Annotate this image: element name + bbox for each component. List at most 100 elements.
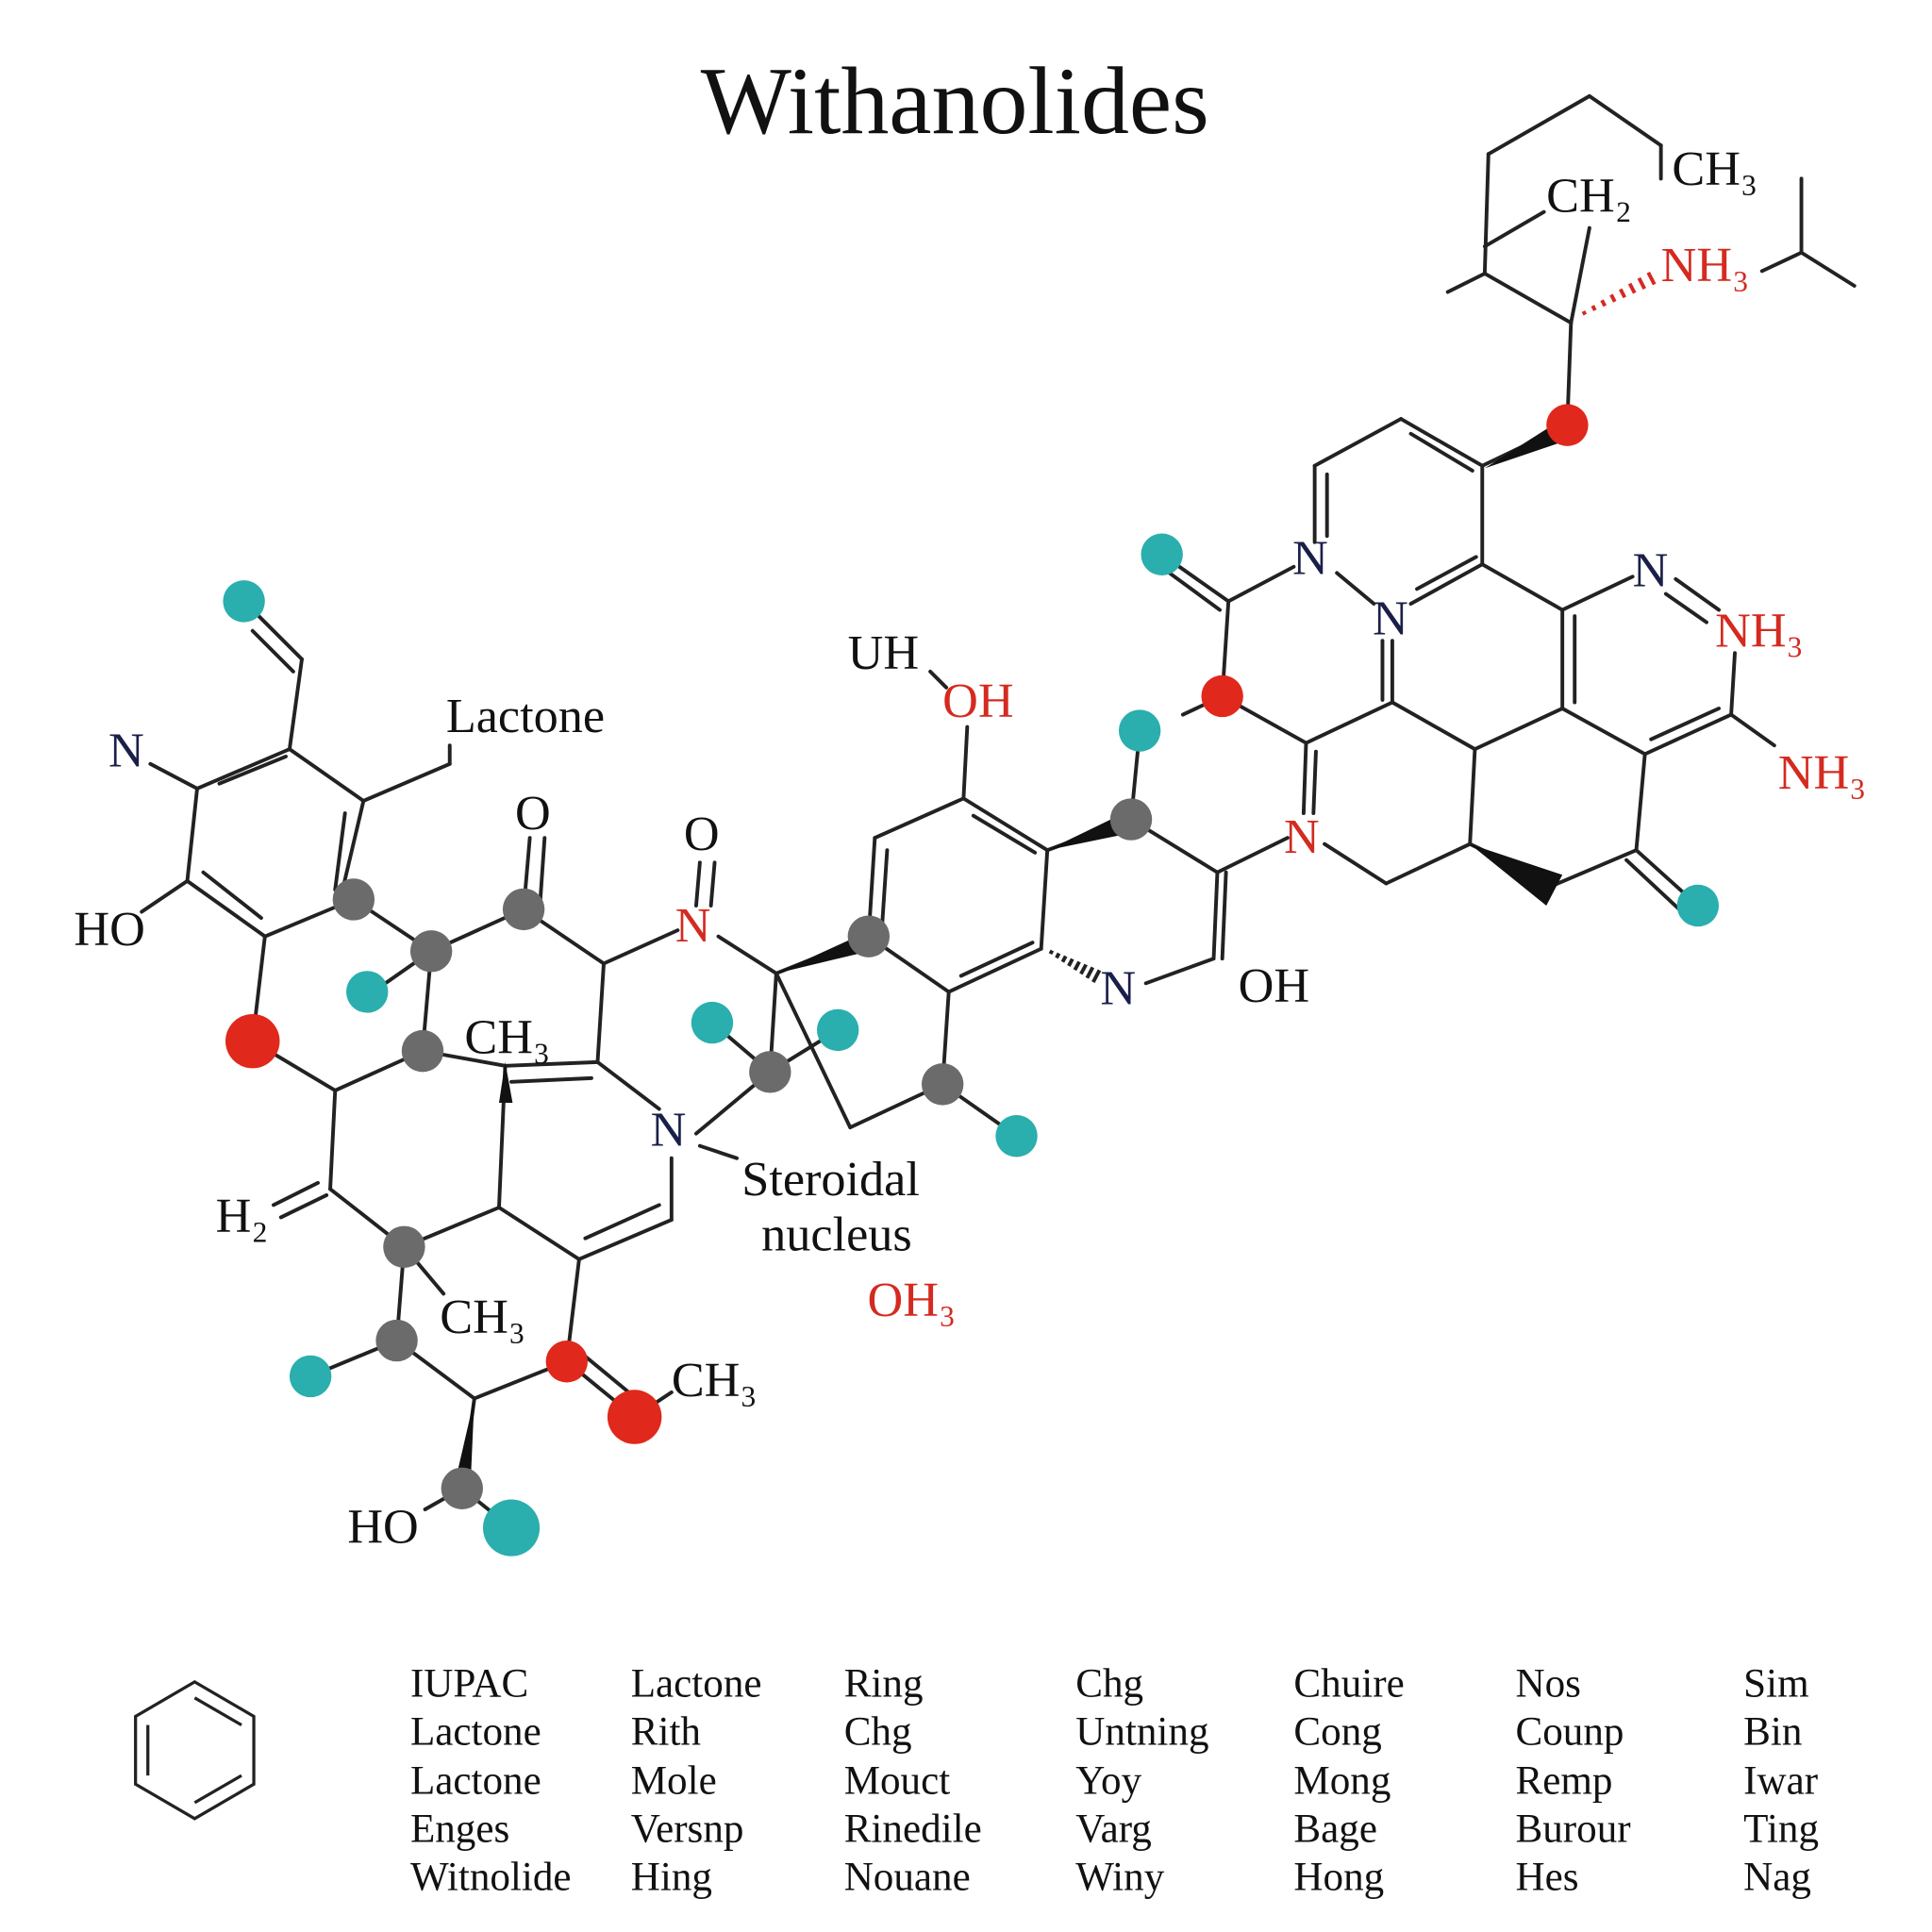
wedge-bond xyxy=(456,1398,475,1481)
lactone-label: Lactone xyxy=(446,689,605,743)
table-cell: Rith xyxy=(631,1709,701,1754)
table-cell: Mouct xyxy=(844,1759,951,1804)
bond xyxy=(971,813,1038,855)
table-cell: Lactone xyxy=(410,1759,541,1804)
oxygen-atom xyxy=(545,1341,589,1383)
table-cell: Lactone xyxy=(410,1709,541,1754)
hydrogen-atom xyxy=(223,580,265,623)
table-cell: Rinedile xyxy=(844,1807,982,1852)
table-cell: Hong xyxy=(1293,1856,1384,1900)
bond xyxy=(880,848,890,926)
bond xyxy=(1215,836,1290,874)
wedge-bond xyxy=(1047,813,1132,851)
bond xyxy=(1143,957,1216,986)
bond xyxy=(1390,700,1477,752)
bond xyxy=(1301,741,1308,815)
label-ch3-1: CH₃ xyxy=(464,1010,550,1065)
table-cell: Burour xyxy=(1516,1807,1631,1852)
bond xyxy=(1323,841,1389,886)
nucleus-label: nucleus xyxy=(761,1208,912,1262)
label-n-center: N xyxy=(651,1103,687,1158)
bond xyxy=(1415,555,1478,591)
bond xyxy=(961,796,1050,853)
bond xyxy=(361,761,452,803)
carbon-atom xyxy=(401,1029,444,1073)
diagram-title: Withanolides xyxy=(701,48,1209,155)
table-cell: Mong xyxy=(1293,1759,1391,1804)
table-cell: Iwar xyxy=(1743,1759,1818,1804)
label-n-a: N xyxy=(1292,531,1328,586)
bond xyxy=(1759,250,1804,274)
bond xyxy=(1729,651,1737,717)
bond xyxy=(250,628,295,674)
carbon-atom xyxy=(383,1225,425,1268)
hashed-bond xyxy=(1581,310,1588,316)
label-ho-bottom: HO xyxy=(347,1499,418,1554)
table-cell: Sim xyxy=(1743,1662,1808,1707)
label-n-ring: N xyxy=(1284,809,1320,864)
bond xyxy=(1211,870,1220,961)
bond xyxy=(1486,93,1591,157)
hydrogen-atom xyxy=(1141,533,1183,575)
bond xyxy=(708,860,717,908)
hydrogen-atom xyxy=(691,1001,734,1044)
table-cell: Mole xyxy=(631,1759,717,1804)
bond xyxy=(961,724,970,801)
carbon-atom xyxy=(502,888,545,931)
bond xyxy=(693,860,702,908)
atom-labels: Lactone Steroidal nucleus N HO O O N CH₃… xyxy=(74,142,1866,1554)
hashed-bond xyxy=(1619,288,1627,299)
bond xyxy=(1569,225,1591,325)
bond xyxy=(1482,271,1574,325)
label-n-left: N xyxy=(108,723,144,777)
wedge-bond xyxy=(775,934,869,974)
bond xyxy=(1553,848,1639,887)
label-nh3-2: NH₃ xyxy=(1778,745,1867,800)
label-ch3-3: CH₃ xyxy=(672,1353,758,1407)
table-cell: Bage xyxy=(1293,1807,1377,1852)
hashed-bond xyxy=(1627,282,1637,294)
carbon-atom xyxy=(847,915,891,958)
bond xyxy=(774,971,853,1130)
table-cell: IUPAC xyxy=(410,1662,528,1707)
hashed-bond xyxy=(1091,969,1102,983)
table-cell: Remp xyxy=(1516,1759,1613,1804)
label-n-nitro: N xyxy=(675,898,711,953)
wedge-bond xyxy=(1470,843,1563,906)
hashed-bond xyxy=(1609,293,1617,303)
label-oh-right: OH xyxy=(1239,958,1309,1013)
label-n-hash: N xyxy=(1100,960,1136,1015)
carbon-atom xyxy=(749,1051,791,1093)
bond xyxy=(1220,870,1228,961)
bond xyxy=(873,796,966,841)
table-cell: Counp xyxy=(1516,1709,1624,1754)
bond xyxy=(1473,707,1565,752)
bond xyxy=(958,941,1035,978)
bond xyxy=(262,904,341,939)
bonds-layer xyxy=(140,93,1857,1530)
bond xyxy=(1642,712,1734,757)
bond xyxy=(509,1075,593,1084)
hashed-bond xyxy=(1085,966,1095,979)
hydrogen-atom xyxy=(995,1115,1038,1158)
label-oh-top: OH xyxy=(942,674,1013,728)
label-oh3: OH₃ xyxy=(868,1273,957,1327)
bond xyxy=(928,669,949,690)
bond xyxy=(185,786,199,883)
hydrogen-atom xyxy=(483,1499,541,1557)
bond xyxy=(1634,752,1647,853)
hashed-bond xyxy=(1591,305,1597,311)
bond xyxy=(1304,700,1394,745)
bond xyxy=(257,614,304,661)
bond xyxy=(333,811,347,891)
bond xyxy=(503,1059,600,1068)
oxygen-atom xyxy=(1546,404,1589,446)
bond xyxy=(1312,417,1404,468)
bond xyxy=(1384,841,1473,886)
oxygen-atom xyxy=(1201,675,1243,718)
bond xyxy=(1729,712,1776,748)
table-cell: Witnolide xyxy=(410,1856,572,1900)
label-uh: UH xyxy=(848,625,919,680)
bond xyxy=(1482,209,1546,249)
hydrogen-atom xyxy=(816,1008,859,1052)
